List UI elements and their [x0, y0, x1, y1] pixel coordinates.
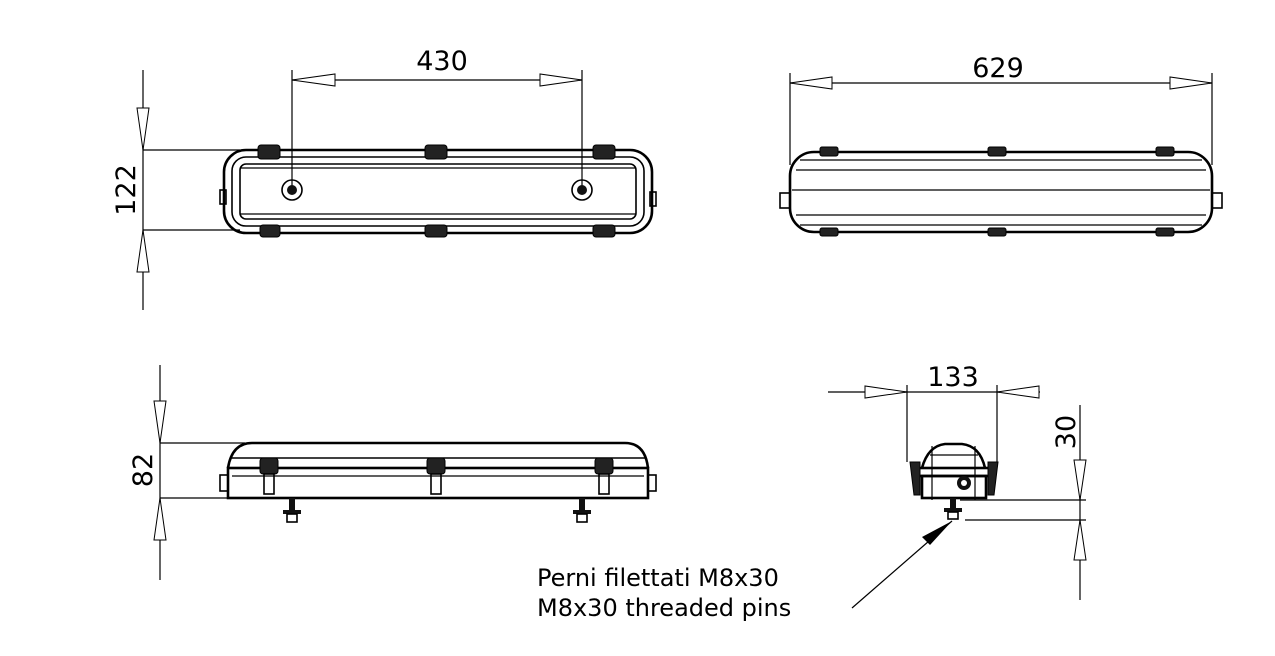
clips	[257, 144, 616, 238]
note-italian: Perni filettati M8x30	[537, 564, 779, 592]
dim-629-label: 629	[972, 53, 1024, 84]
note: Perni filettati M8x30 M8x30 threaded pin…	[537, 564, 791, 622]
note-english: M8x30 threaded pins	[537, 594, 791, 622]
side-clips	[259, 457, 614, 495]
luminaire-end	[909, 442, 999, 520]
arrow-icon	[1073, 459, 1087, 501]
arrow-icon	[153, 400, 167, 444]
arrow-icon	[539, 73, 583, 87]
arrow-icon	[864, 385, 908, 399]
luminaire-side	[219, 441, 657, 523]
dimension-122: 122	[111, 70, 240, 310]
dim-430-label: 430	[416, 46, 468, 77]
arrow-icon	[996, 385, 1040, 399]
dim-30-label: 30	[1051, 415, 1082, 449]
side-view: 82	[128, 365, 657, 580]
dim-82-label: 82	[128, 453, 159, 487]
top-view: 430 122	[111, 46, 657, 310]
arrow-icon	[136, 229, 150, 273]
arrow-icon	[1073, 519, 1087, 561]
leader-arrow-icon	[922, 521, 952, 545]
threaded-pins	[283, 498, 591, 523]
end-view: 133 30	[828, 362, 1087, 609]
arrow-icon	[789, 76, 833, 90]
dimension-133: 133	[828, 362, 1040, 462]
pin-leader	[851, 520, 953, 609]
luminaire-top	[219, 144, 657, 238]
dimension-30: 30	[960, 405, 1087, 600]
front-view: 629	[779, 53, 1223, 237]
arrow-icon	[153, 497, 167, 541]
arrow-icon	[291, 73, 336, 87]
dimension-82: 82	[128, 365, 245, 580]
dim-133-label: 133	[927, 362, 979, 393]
dimension-430: 430	[291, 46, 583, 190]
luminaire-front	[779, 146, 1223, 237]
dimension-629: 629	[789, 53, 1213, 165]
arrow-icon	[1169, 76, 1213, 90]
arrow-icon	[136, 107, 150, 151]
dim-122-label: 122	[111, 164, 142, 216]
